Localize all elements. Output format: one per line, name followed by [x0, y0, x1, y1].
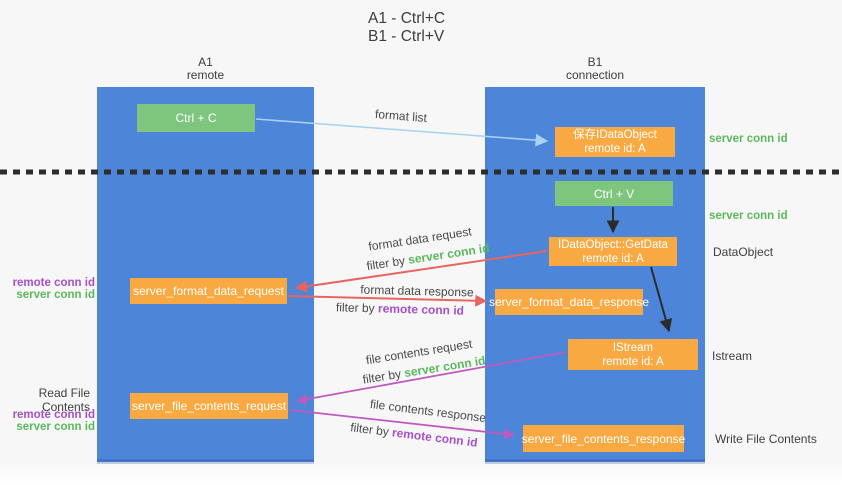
- label-write-file-contents: Write File Contents: [715, 432, 817, 446]
- node-ctrl-c: Ctrl + C: [137, 104, 255, 132]
- label-server-conn-id-top: server conn id: [709, 133, 788, 145]
- lane-b1-subtitle: connection: [565, 68, 625, 82]
- label-format-data-response: format data response: [360, 282, 474, 300]
- node-ctrl-v: Ctrl + V: [555, 181, 673, 206]
- node-ctrl-v-label: Ctrl + V: [593, 186, 635, 201]
- node-save-idataobject-line2: remote id: A: [584, 143, 646, 155]
- node-getdata-line2: remote id: A: [582, 252, 644, 265]
- filter-by-prefix: filter by: [365, 253, 406, 274]
- lane-a1-subtitle: remote: [186, 68, 225, 82]
- lane-a1-name: A1: [198, 55, 213, 69]
- node-server-file-contents-request-label: server_file_contents_request: [131, 399, 287, 413]
- node-server-format-data-response-label: server_format_data_response: [488, 295, 650, 309]
- label-read-file-contents: Read File Contents: [38, 386, 90, 414]
- node-save-idataobject-line1: 保存IDataObject: [573, 129, 657, 141]
- filter-by-prefix: filter by: [349, 420, 390, 439]
- label-remote-conn-id-format: remote conn id: [12, 277, 95, 289]
- filter-by-remote-conn-id-value: remote conn id: [377, 301, 465, 318]
- node-istream-line1: IStream: [612, 341, 654, 354]
- label-server-conn-id-file: server conn id: [16, 420, 95, 433]
- node-server-format-data-request-label: server_format_data_request: [133, 284, 284, 298]
- node-server-file-contents-response: server_file_contents_response: [521, 425, 686, 452]
- lane-b1-name: B1: [587, 55, 603, 69]
- node-idataobject-getdata: IDataObject::GetData remote id: A: [549, 237, 677, 266]
- label-server-conn-id-format: server conn id: [16, 288, 95, 301]
- filter-by-prefix: filter by: [335, 300, 375, 316]
- title-line-1: A1 - Ctrl+C: [368, 10, 446, 27]
- label-filter-by-remote-conn-id-1: filter by remote conn id: [320, 300, 480, 318]
- label-file-contents-response: file contents response: [369, 396, 487, 426]
- label-block-format-conn-ids: remote conn id server conn id: [0, 277, 95, 301]
- label-format-list: format list: [374, 106, 428, 126]
- node-server-format-data-request: server_format_data_request: [130, 278, 287, 304]
- lane-header-a1: A1 remote: [97, 56, 314, 82]
- title-line-2: B1 - Ctrl+V: [368, 28, 445, 45]
- node-server-format-data-response: server_format_data_response: [489, 289, 649, 315]
- node-save-idataobject: 保存IDataObject remote id: A: [555, 127, 675, 157]
- node-istream: IStream remote id: A: [568, 339, 698, 370]
- label-server-conn-id-mid: server conn id: [709, 210, 788, 222]
- node-istream-line2: remote id: A: [602, 355, 664, 368]
- label-istream: Istream: [712, 349, 753, 363]
- label-dataobject: DataObject: [713, 245, 774, 259]
- lane-header-b1: B1 connection: [485, 56, 705, 82]
- filter-by-prefix: filter by: [361, 366, 403, 387]
- node-ctrl-c-label: Ctrl + C: [175, 111, 217, 125]
- label-block-file-conn-ids: remote conn id server conn id: [0, 409, 95, 433]
- node-getdata-line1: IDataObject::GetData: [558, 238, 668, 251]
- node-server-file-contents-request: server_file_contents_request: [130, 393, 288, 419]
- label-remote-conn-id-file: remote conn id: [12, 409, 95, 421]
- filter-by-remote-conn-id-value: remote conn id: [391, 425, 479, 450]
- diagram-title: A1 - Ctrl+C B1 - Ctrl+V: [368, 10, 445, 46]
- node-server-file-contents-response-label: server_file_contents_response: [521, 431, 686, 446]
